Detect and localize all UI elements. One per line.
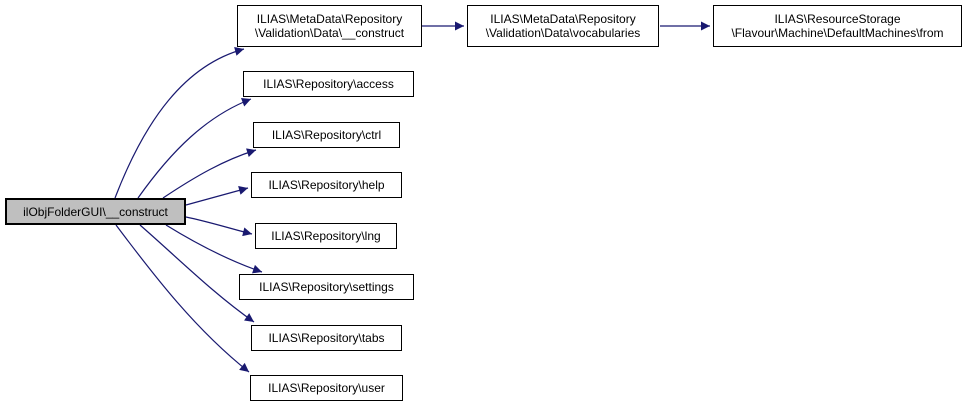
- node-label: ILIAS\Repository\settings: [259, 280, 394, 294]
- node-metadata-validation-data-construct[interactable]: ILIAS\MetaData\Repository \Validation\Da…: [237, 5, 422, 47]
- edge-root-to-user: [115, 224, 250, 373]
- node-repository-access[interactable]: ILIAS\Repository\access: [243, 71, 414, 97]
- node-label-line1: ILIAS\MetaData\Repository: [256, 12, 403, 26]
- node-label: ILIAS\Repository\help: [268, 178, 385, 192]
- node-ilobjfoldergui-construct[interactable]: ilObjFolderGUI\__construct: [5, 198, 186, 225]
- node-label: ILIAS\Repository\ctrl: [271, 128, 382, 142]
- node-label-line1: ILIAS\MetaData\Repository: [490, 12, 636, 26]
- node-metadata-validation-data-vocabularies[interactable]: ILIAS\MetaData\Repository \Validation\Da…: [467, 5, 659, 47]
- node-label-line1: ILIAS\ResourceStorage: [774, 12, 901, 26]
- edge-root-to-ctrl: [162, 148, 257, 199]
- node-label: ILIAS\Repository\user: [268, 381, 385, 395]
- node-repository-user[interactable]: ILIAS\Repository\user: [250, 375, 403, 401]
- node-label: ILIAS\Repository\tabs: [268, 331, 385, 345]
- node-label: ilObjFolderGUI\__construct: [23, 204, 168, 219]
- node-repository-settings[interactable]: ILIAS\Repository\settings: [239, 274, 414, 300]
- edge-root-to-lng: [185, 216, 253, 237]
- node-label: ILIAS\Repository\lng: [271, 229, 381, 243]
- edge-root-to-tabs: [139, 224, 255, 323]
- node-repository-ctrl[interactable]: ILIAS\Repository\ctrl: [253, 122, 400, 148]
- node-resourcestorage-defaultmachines-from[interactable]: ILIAS\ResourceStorage \Flavour\Machine\D…: [713, 5, 962, 47]
- edge-root-to-settings: [165, 224, 263, 274]
- node-label: ILIAS\Repository\access: [263, 77, 394, 91]
- node-repository-help[interactable]: ILIAS\Repository\help: [251, 172, 402, 198]
- edge-root-to-help: [185, 186, 249, 206]
- edge-root-to-metadata-construct: [114, 47, 245, 199]
- node-label-line2: \Validation\Data\vocabularies: [485, 26, 641, 40]
- node-repository-tabs[interactable]: ILIAS\Repository\tabs: [251, 325, 402, 351]
- node-repository-lng[interactable]: ILIAS\Repository\lng: [255, 223, 397, 249]
- node-label-line2: \Validation\Data\__construct: [254, 26, 405, 40]
- node-label-line2: \Flavour\Machine\DefaultMachines\from: [731, 26, 944, 40]
- edge-root-to-access: [137, 98, 252, 199]
